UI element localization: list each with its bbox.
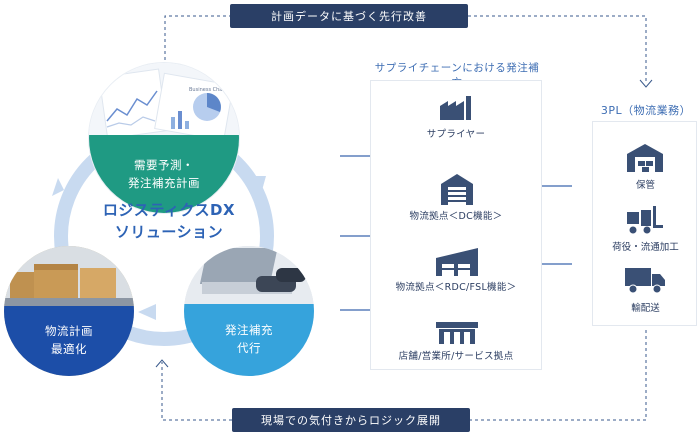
store-icon [436, 322, 478, 344]
node-label-dc: 物流拠点＜DC機能＞ [409, 211, 503, 222]
3pl-label-handling: 荷役・流通加工 [612, 242, 679, 253]
logistics-label-line1: 物流計画 [45, 324, 93, 339]
demand-label-line1: 需要予測・ [134, 158, 194, 173]
logistics-label-line2: 最適化 [51, 342, 87, 356]
chart-report-image: Business Chart [89, 63, 239, 143]
3pl-panel: 保管 荷役・流通加工 輸配送 [592, 121, 697, 326]
delivery-truck-icon [625, 268, 665, 294]
node-label-rdc: 物流拠点＜RDC/FSL機能＞ [395, 282, 517, 293]
purchase-label-line2: 代行 [237, 341, 261, 355]
cycle-arrow-bottom [138, 304, 156, 320]
top-dashed-line [164, 15, 230, 60]
report-caption: Business Chart [189, 87, 226, 93]
supply-chain-panel [370, 80, 542, 370]
distribution-center-icon [436, 248, 478, 276]
chevron-up-icon [155, 359, 169, 368]
purchase-agency-circle: 発注補充 代行 [184, 246, 314, 376]
node-label-supplier: サプライヤー [426, 129, 486, 140]
factory-icon [440, 96, 471, 120]
cycle-arrow-right [252, 176, 266, 194]
3pl-label-storage: 保管 [635, 180, 655, 191]
storage-warehouse-icon [627, 144, 663, 172]
purchase-label-line1: 発注補充 [225, 323, 273, 338]
demand-label-line2: 発注補充計画 [128, 176, 200, 190]
chevron-down-icon [639, 79, 653, 88]
solution-title-line2: ソリューション [114, 222, 224, 241]
laptop-image [184, 246, 314, 306]
logistics-planning-circle: 物流計画 最適化 [4, 246, 134, 376]
solution-title: ロジスティクスDX ソリューション [100, 200, 238, 244]
forklift-icon [627, 206, 663, 234]
3pl-label-delivery: 輸配送 [631, 303, 660, 314]
node-label-store: 店舗/営業所/サービス拠点 [398, 351, 514, 362]
bottom-dashed-line [470, 330, 647, 421]
feedback-bottom-label: 現場での気付きからロジック展開 [232, 408, 470, 432]
boxes-conveyor-image [4, 246, 134, 308]
warehouse-icon [441, 174, 473, 205]
demand-forecast-circle: Business Chart 需要予測・ 発注補充計画 [88, 62, 240, 214]
cycle-arrow-left [52, 178, 64, 196]
solution-title-line1: ロジスティクスDX [102, 201, 236, 219]
feedback-top-label: 計画データに基づく先行改善 [230, 4, 468, 28]
3pl-title: 3PL（物流業務） [600, 104, 692, 117]
